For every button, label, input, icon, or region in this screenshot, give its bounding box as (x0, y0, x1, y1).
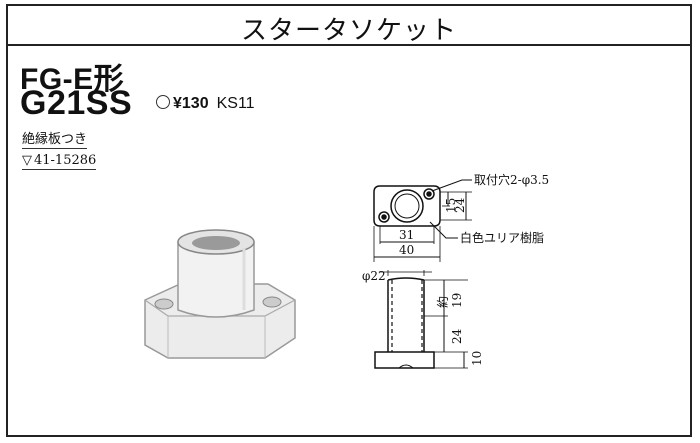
dim-31: 31 (399, 228, 414, 242)
triangle-mark-icon: ▽ (22, 153, 32, 168)
material-label: 白色ユリア樹脂 (460, 230, 544, 245)
dim-19: 19 (450, 293, 464, 308)
socket-photo (144, 229, 296, 359)
circle-icon (156, 95, 170, 109)
model-series: FG-E形 (20, 63, 125, 96)
catalog-number: 41-15286 (34, 153, 97, 168)
dim-approx: 約 (435, 296, 450, 308)
dim-phi22: φ22 (362, 269, 386, 283)
catalog-frame (6, 4, 692, 437)
dim-24-top: 24 (453, 197, 467, 213)
price: ¥130 (173, 95, 209, 112)
hole-label: 取付穴2-φ3.5 (474, 172, 549, 187)
dim-24-side: 24 (450, 328, 464, 344)
feature-note: 絶縁板つき (22, 128, 88, 149)
price-line: ¥130 KS11 (156, 95, 255, 113)
page-title: スタータソケット (240, 16, 457, 46)
model-number: G21SS (20, 84, 133, 122)
product-code: KS11 (216, 95, 255, 112)
dim-15: 15 (444, 198, 458, 213)
header-bar: スタータソケット (6, 4, 692, 46)
side-view-drawing (374, 270, 468, 369)
catalog-code: ▽41-15286 (22, 153, 97, 170)
top-view-drawing (373, 179, 472, 262)
dim-10: 10 (470, 351, 484, 366)
dim-40: 40 (399, 243, 414, 257)
